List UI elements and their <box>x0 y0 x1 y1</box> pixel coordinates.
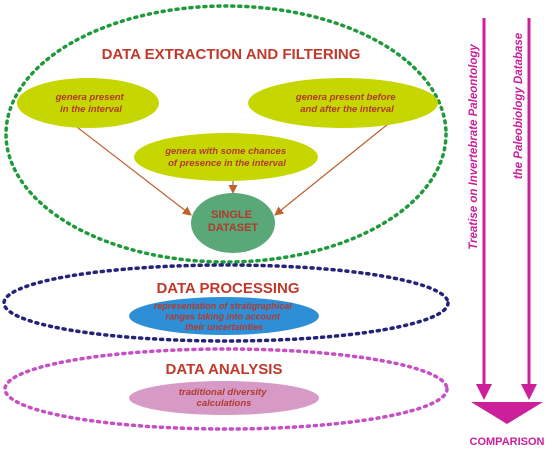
processing-ring <box>2 263 450 343</box>
node-diversity-line1: traditional diversity <box>179 387 267 398</box>
analysis-title: DATA ANALYSIS <box>166 361 283 378</box>
svg-text:traditional diversity calc: traditional diversity calculations <box>179 387 269 409</box>
node-genera-present <box>17 78 159 128</box>
node-diversity-line2: calculations <box>197 398 252 409</box>
node-single-dataset <box>191 193 275 253</box>
node-genera-present-line2: in the interval <box>60 104 122 115</box>
svg-text:genera present in the inte: genera present in the interval <box>55 92 127 115</box>
processing-title: DATA PROCESSING <box>156 280 299 297</box>
analysis-ring <box>3 347 449 431</box>
svg-text:genera with some chances o: genera with some chances of presence in … <box>164 146 289 169</box>
node-genera-present-line1: genera present <box>55 92 125 103</box>
comparison-label: COMPARISON <box>470 436 545 448</box>
svg-text:genera present before and: genera present before and after the inte… <box>295 92 398 115</box>
comparison-funnel <box>471 402 543 424</box>
node-genera-chances-line2: of presence in the interval <box>168 158 286 169</box>
arrow-present-to-dataset <box>72 123 192 216</box>
node-diversity <box>129 381 319 415</box>
treatise-label: Treatise on Invertebrate Paleontology <box>468 44 480 250</box>
node-genera-before-after-line1: genera present before <box>295 92 396 103</box>
pbdb-label: the Paleobiology Database <box>513 32 525 179</box>
node-genera-chances <box>134 133 318 181</box>
extraction-ring <box>4 4 448 264</box>
node-single-dataset-line1: SINGLE <box>211 209 252 221</box>
treatise-arrow-head <box>476 384 492 400</box>
arrow-before-after-to-dataset <box>274 123 389 216</box>
node-single-dataset-line2: DATASET <box>208 222 259 234</box>
pbdb-arrow-head <box>521 384 537 400</box>
node-genera-before-after-line2: and after the interval <box>300 104 394 115</box>
svg-text:SINGLE DATASET: SINGLE DATASET <box>208 209 259 234</box>
node-representation <box>129 297 319 335</box>
svg-text:representation of stratigraphi: representation of stratigraphical ranges… <box>154 301 295 332</box>
node-representation-line3: their uncertainties <box>185 322 263 332</box>
node-genera-before-after <box>248 78 438 128</box>
node-representation-line2: ranges taking into account <box>165 312 281 322</box>
node-genera-chances-line1: genera with some chances <box>164 146 286 157</box>
node-representation-line1: representation of stratigraphical <box>154 301 293 311</box>
extraction-title: DATA EXTRACTION AND FILTERING <box>102 46 361 63</box>
